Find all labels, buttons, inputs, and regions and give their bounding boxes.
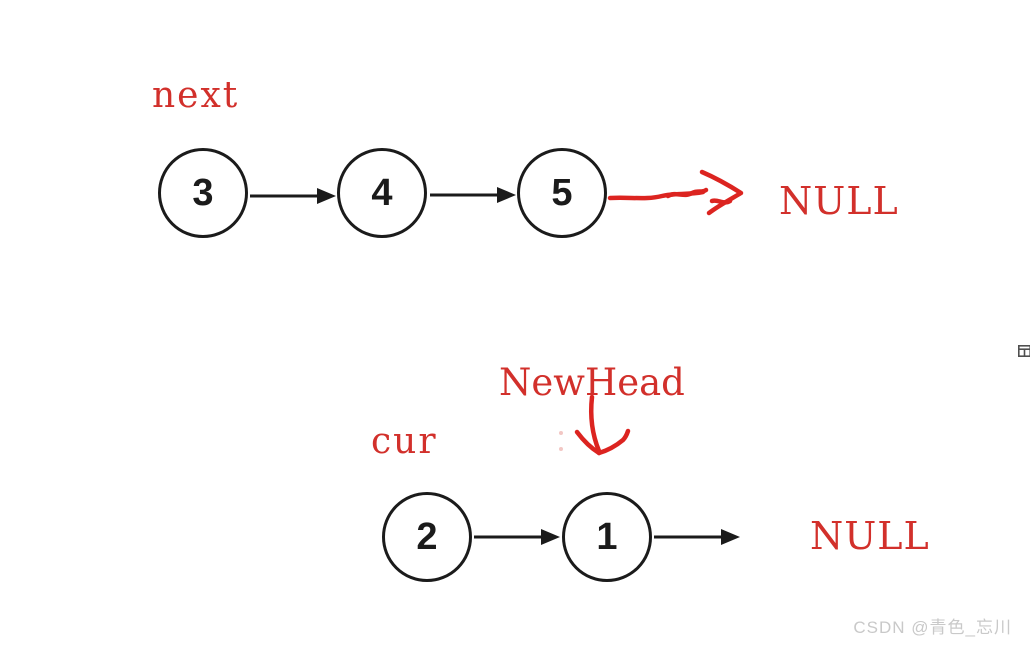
label-null-top: NULL [779, 179, 899, 223]
arrow-4-to-5 [430, 187, 516, 203]
list-node-5: 5 [517, 148, 607, 238]
csdn-watermark: CSDN @青色_忘川 [853, 618, 1012, 637]
label-newhead: NewHead [499, 361, 685, 404]
list-node-1: 1 [562, 492, 652, 582]
arrow-3-to-4 [250, 188, 336, 204]
stray-pen-marks [559, 431, 563, 451]
arrow-2-to-1 [474, 529, 560, 545]
list-node-3: 3 [158, 148, 248, 238]
label-null-bottom: NULL [810, 514, 930, 558]
label-cur: cur [371, 421, 438, 462]
red-arrow-newhead-down [574, 394, 631, 456]
list-node-4: 4 [337, 148, 427, 238]
list-node-2: 2 [382, 492, 472, 582]
red-arrow-5-to-null [607, 169, 744, 216]
arrow-1-to-null [654, 529, 740, 545]
table-icon[interactable] [1018, 345, 1030, 357]
label-next: next [152, 75, 240, 116]
